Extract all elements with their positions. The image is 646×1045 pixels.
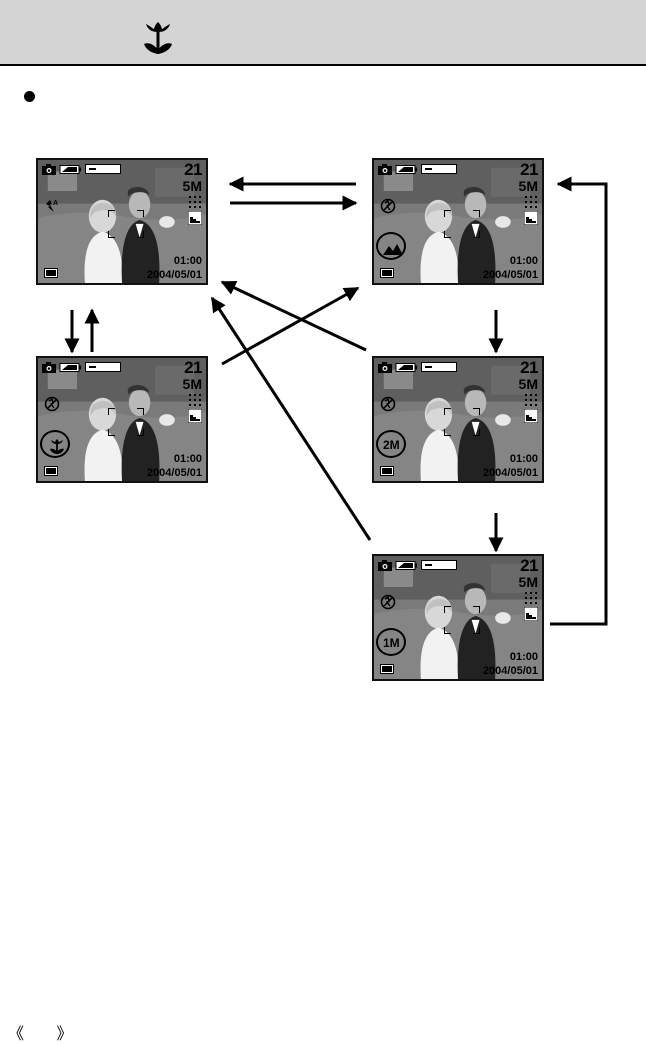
time-display: 01:00 xyxy=(509,651,538,663)
date-display: 2004/05/01 xyxy=(482,665,538,677)
progress-bar-icon xyxy=(421,560,457,570)
memory-card-icon xyxy=(380,268,394,278)
af-frame-icon xyxy=(444,408,480,436)
battery-icon xyxy=(59,165,81,174)
resolution-indicator: 5M xyxy=(182,178,202,194)
metering-icon xyxy=(524,607,538,621)
af-frame-icon xyxy=(444,210,480,238)
resolution-indicator: 5M xyxy=(182,376,202,392)
flash-off-icon xyxy=(380,198,396,214)
date-display: 2004/05/01 xyxy=(146,269,202,281)
quality-icon xyxy=(189,196,201,208)
time-display: 01:00 xyxy=(173,453,202,465)
memory-card-icon xyxy=(44,466,58,476)
battery-icon xyxy=(395,561,417,570)
camera-icon xyxy=(378,164,392,175)
quality-icon xyxy=(525,592,537,604)
resolution-indicator: 5M xyxy=(518,376,538,392)
page-footer: 《 》 xyxy=(8,1026,87,1043)
metering-icon xyxy=(188,409,202,423)
date-display: 2004/05/01 xyxy=(482,269,538,281)
progress-bar-icon xyxy=(85,362,121,372)
time-display: 01:00 xyxy=(509,255,538,267)
auto-flash-icon: A xyxy=(46,200,58,212)
memory-card-icon xyxy=(380,664,394,674)
preview-photo xyxy=(38,160,206,283)
quality-icon xyxy=(525,196,537,208)
header-bar xyxy=(0,0,646,66)
battery-icon xyxy=(395,363,417,372)
camera-icon xyxy=(42,164,56,175)
preview-photo xyxy=(374,358,542,481)
shots-remaining: 21 xyxy=(184,160,202,179)
flash-off-icon xyxy=(380,594,396,610)
highlight-ring xyxy=(376,628,406,656)
bullet-point xyxy=(24,91,35,102)
af-frame-icon xyxy=(444,606,480,634)
metering-icon xyxy=(188,211,202,225)
svg-text:A: A xyxy=(53,200,58,207)
memory-card-icon xyxy=(44,268,58,278)
af-frame-icon xyxy=(108,408,144,436)
shots-remaining: 21 xyxy=(520,358,538,377)
progress-bar-icon xyxy=(421,164,457,174)
highlight-ring xyxy=(376,430,406,458)
metering-icon xyxy=(524,211,538,225)
shots-remaining: 21 xyxy=(520,556,538,575)
resolution-indicator: 5M xyxy=(518,178,538,194)
macro-icon xyxy=(144,22,172,54)
camera-icon xyxy=(378,362,392,373)
camera-icon xyxy=(378,560,392,571)
date-display: 2004/05/01 xyxy=(482,467,538,479)
af-frame-icon xyxy=(108,210,144,238)
arrow-1m-to-landscape xyxy=(550,176,608,626)
arrow-macro-to-landscape xyxy=(221,286,360,366)
time-display: 01:00 xyxy=(173,255,202,267)
battery-icon xyxy=(395,165,417,174)
camera-icon xyxy=(42,362,56,373)
flash-off-icon xyxy=(44,396,60,412)
quality-icon xyxy=(189,394,201,406)
progress-bar-icon xyxy=(85,164,121,174)
quality-icon xyxy=(525,394,537,406)
date-display: 2004/05/01 xyxy=(146,467,202,479)
shots-remaining: 21 xyxy=(184,358,202,377)
time-display: 01:00 xyxy=(509,453,538,465)
preview-photo xyxy=(374,160,542,283)
shots-remaining: 21 xyxy=(520,160,538,179)
arrow-2m-to-auto xyxy=(220,280,367,352)
highlight-ring xyxy=(40,430,70,458)
resolution-indicator: 5M xyxy=(518,574,538,590)
highlight-ring xyxy=(376,232,406,260)
memory-card-icon xyxy=(380,466,394,476)
flash-off-icon xyxy=(380,396,396,412)
battery-icon xyxy=(59,363,81,372)
metering-icon xyxy=(524,409,538,423)
progress-bar-icon xyxy=(421,362,457,372)
arrow-1m-to-auto xyxy=(210,296,372,541)
